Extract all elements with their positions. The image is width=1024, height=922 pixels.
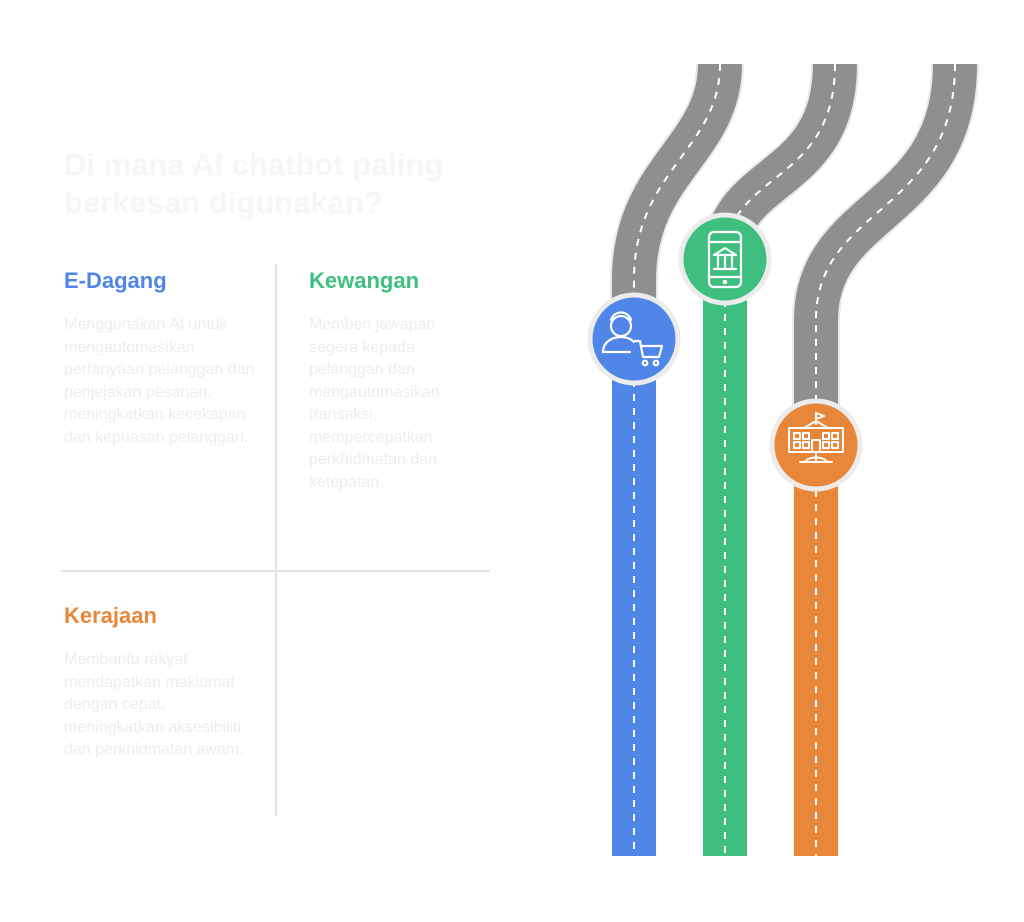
grid-divider-vertical xyxy=(275,264,277,816)
page-title: Di mana AI chatbot paling berkesan digun… xyxy=(64,147,444,220)
road-ecommerce xyxy=(610,62,744,856)
customer-shopping-cart-icon xyxy=(587,292,681,386)
section-heading-finance: Kewangan xyxy=(309,268,420,293)
mobile-banking-icon xyxy=(678,212,772,306)
road-finance-colored xyxy=(703,265,747,856)
section-government: Kerajaan Membantu rakyat mendapatkan mak… xyxy=(64,603,254,762)
section-finance: Kewangan Memberi jawapan segera kepada p… xyxy=(309,268,479,494)
section-ecommerce: E-Dagang Menggunakan AI untuk mengautoma… xyxy=(64,268,259,449)
road-government-grey-centerline xyxy=(815,63,956,420)
section-body-government: Membantu rakyat mendapatkan maklumat den… xyxy=(64,651,244,758)
government-building-icon xyxy=(769,398,863,492)
section-body-finance: Memberi jawapan segera kepada pelanggan … xyxy=(309,316,440,491)
section-heading-ecommerce: E-Dagang xyxy=(64,268,167,293)
road-ecommerce-grey-centerline xyxy=(633,63,721,325)
section-body-ecommerce: Menggunakan AI untuk mengautomasikan per… xyxy=(64,316,255,446)
grid-divider-horizontal xyxy=(61,570,490,572)
section-heading-government: Kerajaan xyxy=(64,603,157,628)
road-government xyxy=(792,63,979,856)
